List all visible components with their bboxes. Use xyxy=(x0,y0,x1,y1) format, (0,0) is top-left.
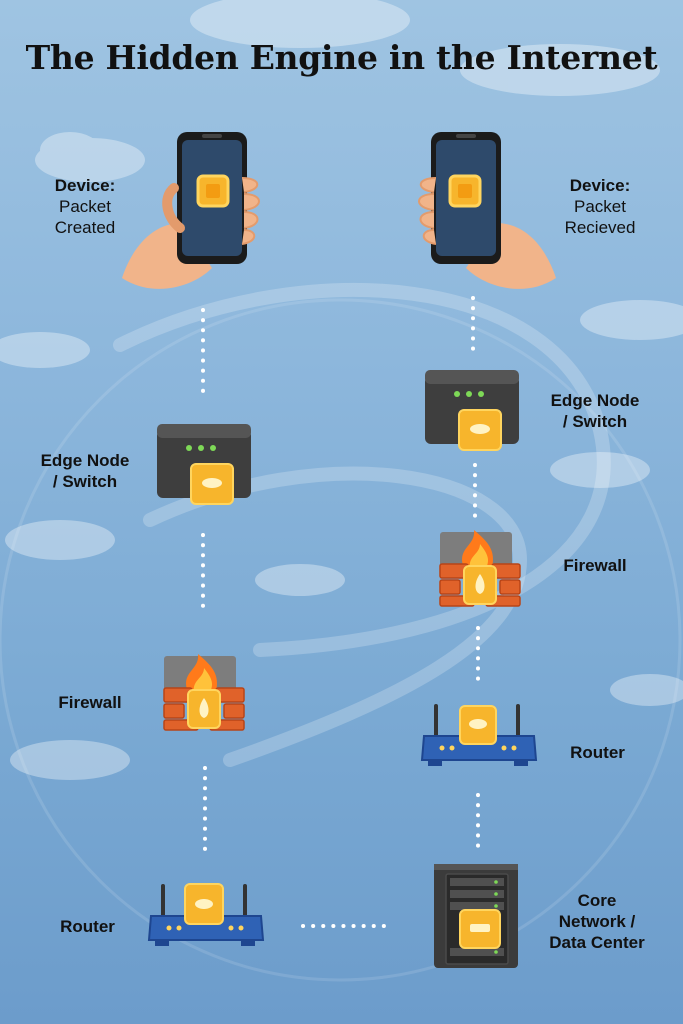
edge-right-line2: / Switch xyxy=(562,412,628,431)
edge-left-line1: Edge Node xyxy=(40,451,130,470)
router-left-label: Router xyxy=(60,917,115,936)
server-switch-icon xyxy=(157,424,251,505)
core-line2: Network / xyxy=(558,912,636,931)
firewall-right-label: Firewall xyxy=(563,556,627,575)
device-right-label: Device: Packet Recieved xyxy=(555,175,645,238)
device-right-line3: Recieved xyxy=(564,218,636,237)
edge-right-line1: Edge Node xyxy=(550,391,640,410)
core-label: Core Network / Data Center xyxy=(538,890,656,953)
firewall-left-label: Firewall xyxy=(58,693,122,712)
edge-left-label: Edge Node / Switch xyxy=(30,450,140,492)
device-left-label: Device: Packet Created xyxy=(40,175,130,238)
router-right-label: Router xyxy=(570,743,625,762)
hand-phone-icon xyxy=(122,132,260,289)
hand-phone-icon xyxy=(418,132,556,289)
core-line3: Data Center xyxy=(549,933,645,952)
device-left-line1: Device: xyxy=(54,176,116,195)
page-title: The Hidden Engine in the Internet xyxy=(25,38,658,77)
core-line1: Core xyxy=(577,891,617,910)
edge-left-line2: / Switch xyxy=(52,472,118,491)
server-rack-icon xyxy=(434,864,518,968)
device-right-line1: Device: xyxy=(569,176,631,195)
server-switch-icon xyxy=(425,370,519,451)
router-icon xyxy=(147,883,265,946)
firewall-icon xyxy=(439,530,521,607)
device-left-line2: Packet xyxy=(59,197,111,216)
firewall-icon xyxy=(163,654,245,731)
device-right-line2: Packet xyxy=(574,197,626,216)
device-left-line3: Created xyxy=(54,218,116,237)
router-icon xyxy=(420,704,538,766)
edge-right-label: Edge Node / Switch xyxy=(540,390,650,432)
